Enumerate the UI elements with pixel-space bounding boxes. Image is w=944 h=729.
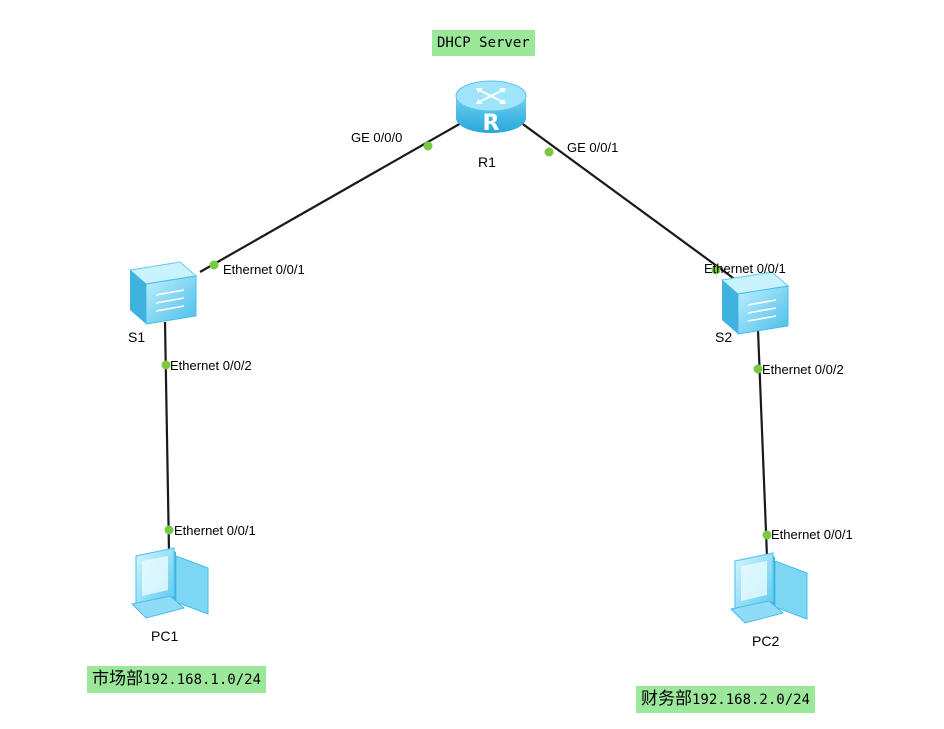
port-label-s2-e002: Ethernet 0/0/2 bbox=[762, 362, 844, 377]
device-label-s2: S2 bbox=[715, 329, 733, 345]
port-label-pc1-e001: Ethernet 0/0/1 bbox=[174, 523, 256, 538]
port-label-s1-e001: Ethernet 0/0/1 bbox=[223, 262, 305, 277]
links bbox=[163, 121, 769, 558]
subnet-net-left: 192.168.1.0/24 bbox=[143, 672, 262, 688]
subnet-tag-right: 财务部192.168.2.0/24 bbox=[636, 686, 816, 713]
port-label-r1-ge001: GE 0/0/1 bbox=[567, 140, 619, 155]
subnet-dept-right: 财务部 bbox=[641, 689, 692, 709]
port-dot-s1-e002 bbox=[161, 360, 171, 370]
port-dot-r1-ge001 bbox=[544, 147, 554, 157]
router-icon[interactable]: R bbox=[455, 80, 527, 136]
device-label-s1: S1 bbox=[128, 329, 146, 345]
port-dot-pc1-e001 bbox=[164, 525, 174, 535]
device-label-r1: R1 bbox=[478, 154, 496, 170]
port-label-pc2-e001: Ethernet 0/0/1 bbox=[771, 527, 853, 542]
link-r1-s1[interactable] bbox=[199, 121, 464, 273]
port-dot-s1-e001 bbox=[209, 260, 219, 270]
pc2-icon[interactable] bbox=[729, 552, 808, 624]
port-label-s2-e001: Ethernet 0/0/1 bbox=[704, 261, 786, 276]
port-dot-r1-ge000 bbox=[423, 141, 433, 151]
device-label-pc1: PC1 bbox=[151, 628, 179, 644]
port-label-r1-ge000: GE 0/0/0 bbox=[351, 130, 403, 145]
svg-text:R: R bbox=[483, 111, 500, 136]
port-dot-pc2-e001 bbox=[762, 530, 772, 540]
subnet-net-right: 192.168.2.0/24 bbox=[692, 692, 811, 708]
device-label-pc2: PC2 bbox=[752, 633, 780, 649]
subnet-tag-left: 市场部192.168.1.0/24 bbox=[87, 666, 267, 693]
switch-s1-icon[interactable] bbox=[128, 261, 198, 325]
pc1-icon[interactable] bbox=[130, 547, 209, 619]
subnet-dept-left: 市场部 bbox=[92, 669, 143, 689]
port-dot-s2-e002 bbox=[753, 364, 763, 374]
switch-s2-icon[interactable] bbox=[720, 271, 790, 335]
dhcp-server-label: DHCP Server bbox=[437, 35, 530, 51]
link-s1-pc1[interactable] bbox=[163, 321, 171, 553]
dhcp-server-tag: DHCP Server bbox=[432, 30, 535, 56]
port-dots bbox=[161, 141, 772, 540]
port-dot-s2-e001 bbox=[711, 265, 721, 275]
port-label-s1-e002: Ethernet 0/0/2 bbox=[170, 358, 252, 373]
link-r1-s2[interactable] bbox=[519, 121, 741, 284]
